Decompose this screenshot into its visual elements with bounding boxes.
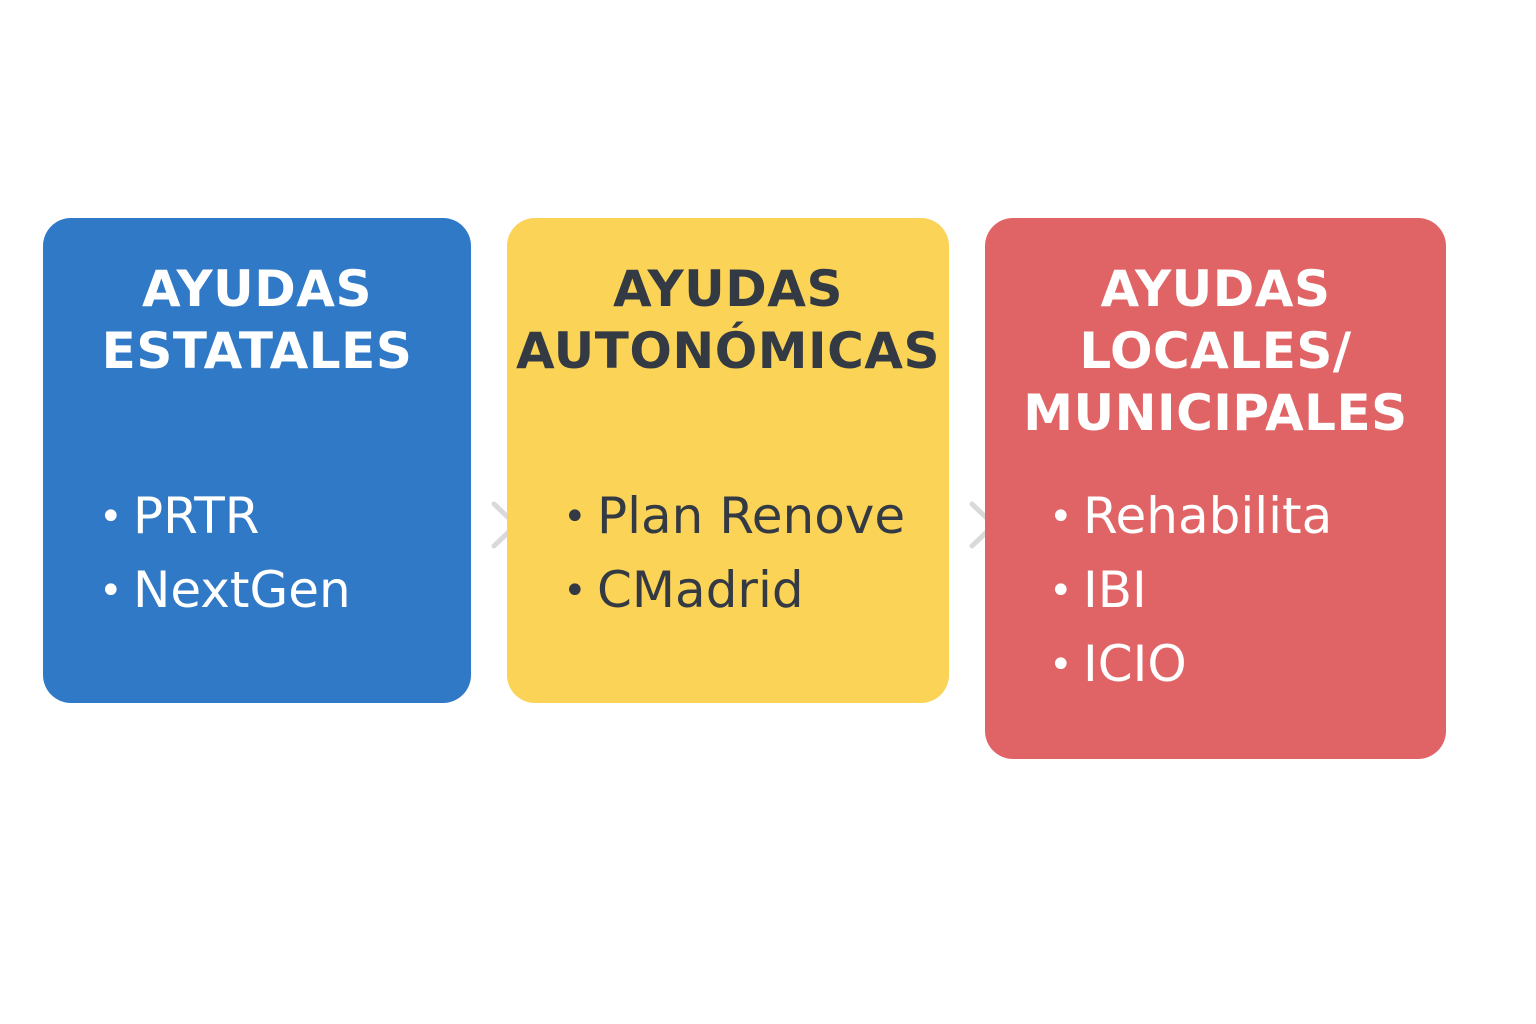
- list-item-label: CMadrid: [597, 561, 804, 619]
- bullet-icon: •: [563, 494, 587, 540]
- list-item-label: IBI: [1083, 561, 1147, 619]
- card-item-list: •PRTR •NextGen: [99, 480, 351, 628]
- list-item-label: NextGen: [133, 561, 351, 619]
- bullet-icon: •: [1049, 642, 1073, 688]
- bullet-icon: •: [1049, 568, 1073, 614]
- card-ayudas-locales-municipales: AYUDAS LOCALES/ MUNICIPALES •Rehabilita …: [985, 218, 1446, 759]
- card-title-line: LOCALES/: [1079, 322, 1352, 380]
- card-title: AYUDAS AUTONÓMICAS: [507, 258, 949, 382]
- card-title-line: AYUDAS: [1100, 260, 1331, 318]
- bullet-icon: •: [99, 494, 123, 540]
- list-item: •ICIO: [1049, 628, 1332, 702]
- bullet-icon: •: [1049, 494, 1073, 540]
- bullet-icon: •: [563, 568, 587, 614]
- list-item: •Plan Renove: [563, 480, 905, 554]
- list-item: •CMadrid: [563, 554, 905, 628]
- card-title-line: ESTATALES: [101, 322, 413, 380]
- card-title-line: MUNICIPALES: [1023, 384, 1408, 442]
- bullet-icon: •: [99, 568, 123, 614]
- card-ayudas-autonomicas: AYUDAS AUTONÓMICAS •Plan Renove •CMadrid: [507, 218, 949, 703]
- list-item: •NextGen: [99, 554, 351, 628]
- card-title-line: AUTONÓMICAS: [516, 322, 940, 380]
- card-item-list: •Plan Renove •CMadrid: [563, 480, 905, 628]
- card-title-line: AYUDAS: [613, 260, 843, 318]
- card-ayudas-estatales: AYUDAS ESTATALES •PRTR •NextGen: [43, 218, 471, 703]
- card-title-line: AYUDAS: [142, 260, 372, 318]
- list-item-label: Rehabilita: [1083, 487, 1333, 545]
- list-item-label: PRTR: [133, 487, 260, 545]
- card-item-list: •Rehabilita •IBI •ICIO: [1049, 480, 1332, 702]
- list-item: •IBI: [1049, 554, 1332, 628]
- list-item-label: Plan Renove: [597, 487, 906, 545]
- list-item: •PRTR: [99, 480, 351, 554]
- card-title: AYUDAS ESTATALES: [43, 258, 471, 382]
- list-item-label: ICIO: [1083, 635, 1187, 693]
- list-item: •Rehabilita: [1049, 480, 1332, 554]
- card-title: AYUDAS LOCALES/ MUNICIPALES: [985, 258, 1446, 444]
